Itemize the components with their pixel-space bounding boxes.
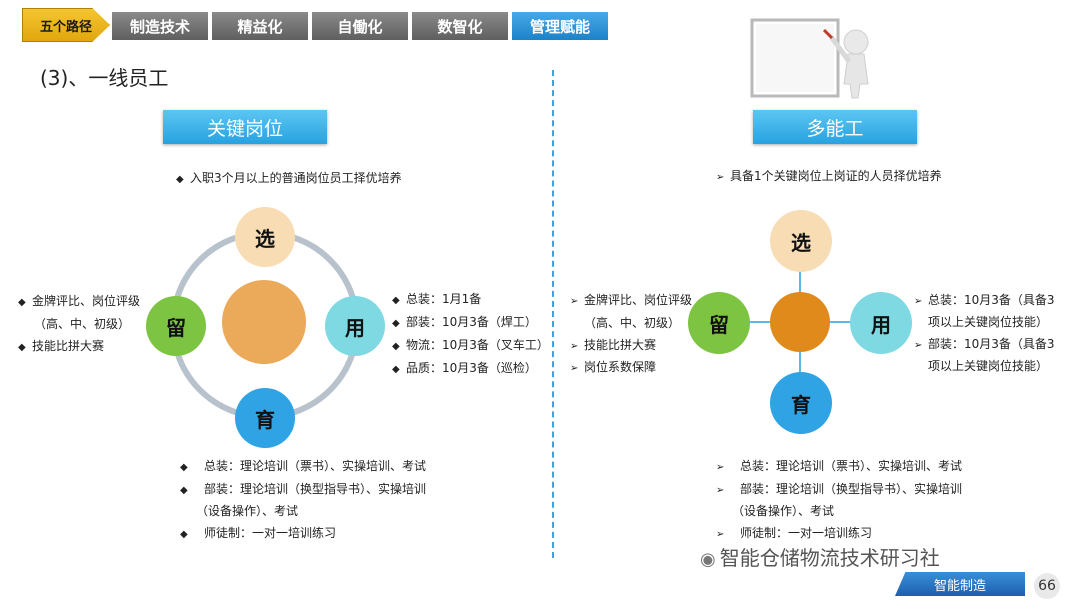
right-center-circle [770,292,830,352]
tab-jidoka[interactable]: 自働化 [312,12,410,40]
right-use-note-2: 项以上关键岗位技能） [928,315,1049,329]
right-use-note-1: ➢总装：10月3备（具备3 [914,293,1055,307]
right-retain-note-1: ➢金牌评比、岗位评级 [570,293,693,307]
left-use-note-3: ◆物流：10月3备（叉车工） [392,338,549,352]
left-train-note-4: ◆师徒制：一对一培训练习 [180,526,337,540]
right-train-note-4: ➢师徒制：一对一培训练习 [716,526,873,540]
left-use-note-4: ◆品质：10月3备（巡检） [392,361,537,375]
right-use-circle: 用 [850,292,912,354]
wechat-icon: ◉ [700,549,716,570]
right-train-note-3: （设备操作）、考试 [732,504,835,518]
left-center-circle [222,280,306,364]
left-select-circle: 选 [235,207,295,267]
watermark: ◉智能仓储物流技术研习社 [700,546,940,570]
section-divider [552,70,554,558]
right-train-circle: 育 [770,372,832,434]
tab-manufacturing-tech[interactable]: 制造技术 [112,12,210,40]
left-retain-note-1: ◆金牌评比、岗位评级 [18,294,141,308]
left-intro: ◆入职3个月以上的普通岗位员工择优培养 [176,171,402,185]
left-retain-circle: 留 [146,296,206,356]
tab-digital[interactable]: 数智化 [412,12,510,40]
key-position-heading: 关键岗位 [163,110,327,144]
left-train-note-1: ◆总装：理论培训（票书）、实操培训、考试 [180,459,427,473]
left-use-note-2: ◆部装：10月3备（焊工） [392,315,537,329]
multi-skill-heading: 多能工 [753,110,917,144]
left-use-note-1: ◆总装：1月1备 [392,292,482,306]
right-use-note-4: 项以上关键岗位技能） [928,359,1049,373]
footer-bar: 智能制造 [895,572,1025,596]
nav-first-label[interactable]: 五个路径 [22,8,110,42]
top-nav: 五个路径 制造技术 精益化 自働化 数智化 管理赋能 [22,8,612,42]
whiteboard-figure-icon [750,18,869,99]
left-retain-note-2: （高、中、初级） [34,317,131,331]
right-retain-note-4: ➢岗位系数保障 [570,360,657,374]
tab-lean[interactable]: 精益化 [212,12,310,40]
right-intro: ➢具备1个关键岗位上岗证的人员择优培养 [716,169,942,183]
right-retain-note-3: ➢技能比拼大赛 [570,338,657,352]
right-train-note-2: ➢部装：理论培训（换型指导书）、实操培训 [716,482,963,496]
tab-management[interactable]: 管理赋能 [512,12,610,40]
left-train-note-3: （设备操作）、考试 [196,504,299,518]
left-train-circle: 育 [235,388,295,448]
section-title: (3)、一线员工 [40,66,169,90]
right-train-note-1: ➢总装：理论培训（票书）、实操培训、考试 [716,459,963,473]
right-use-note-3: ➢部装：10月3备（具备3 [914,337,1055,351]
right-select-circle: 选 [770,210,832,272]
left-retain-note-3: ◆技能比拼大赛 [18,339,105,353]
right-retain-note-2: （高、中、初级） [584,316,681,330]
page-number: 66 [1034,573,1060,599]
left-train-note-2: ◆部装：理论培训（换型指导书）、实操培训 [180,482,427,496]
left-use-circle: 用 [325,296,385,356]
right-retain-circle: 留 [688,292,750,354]
